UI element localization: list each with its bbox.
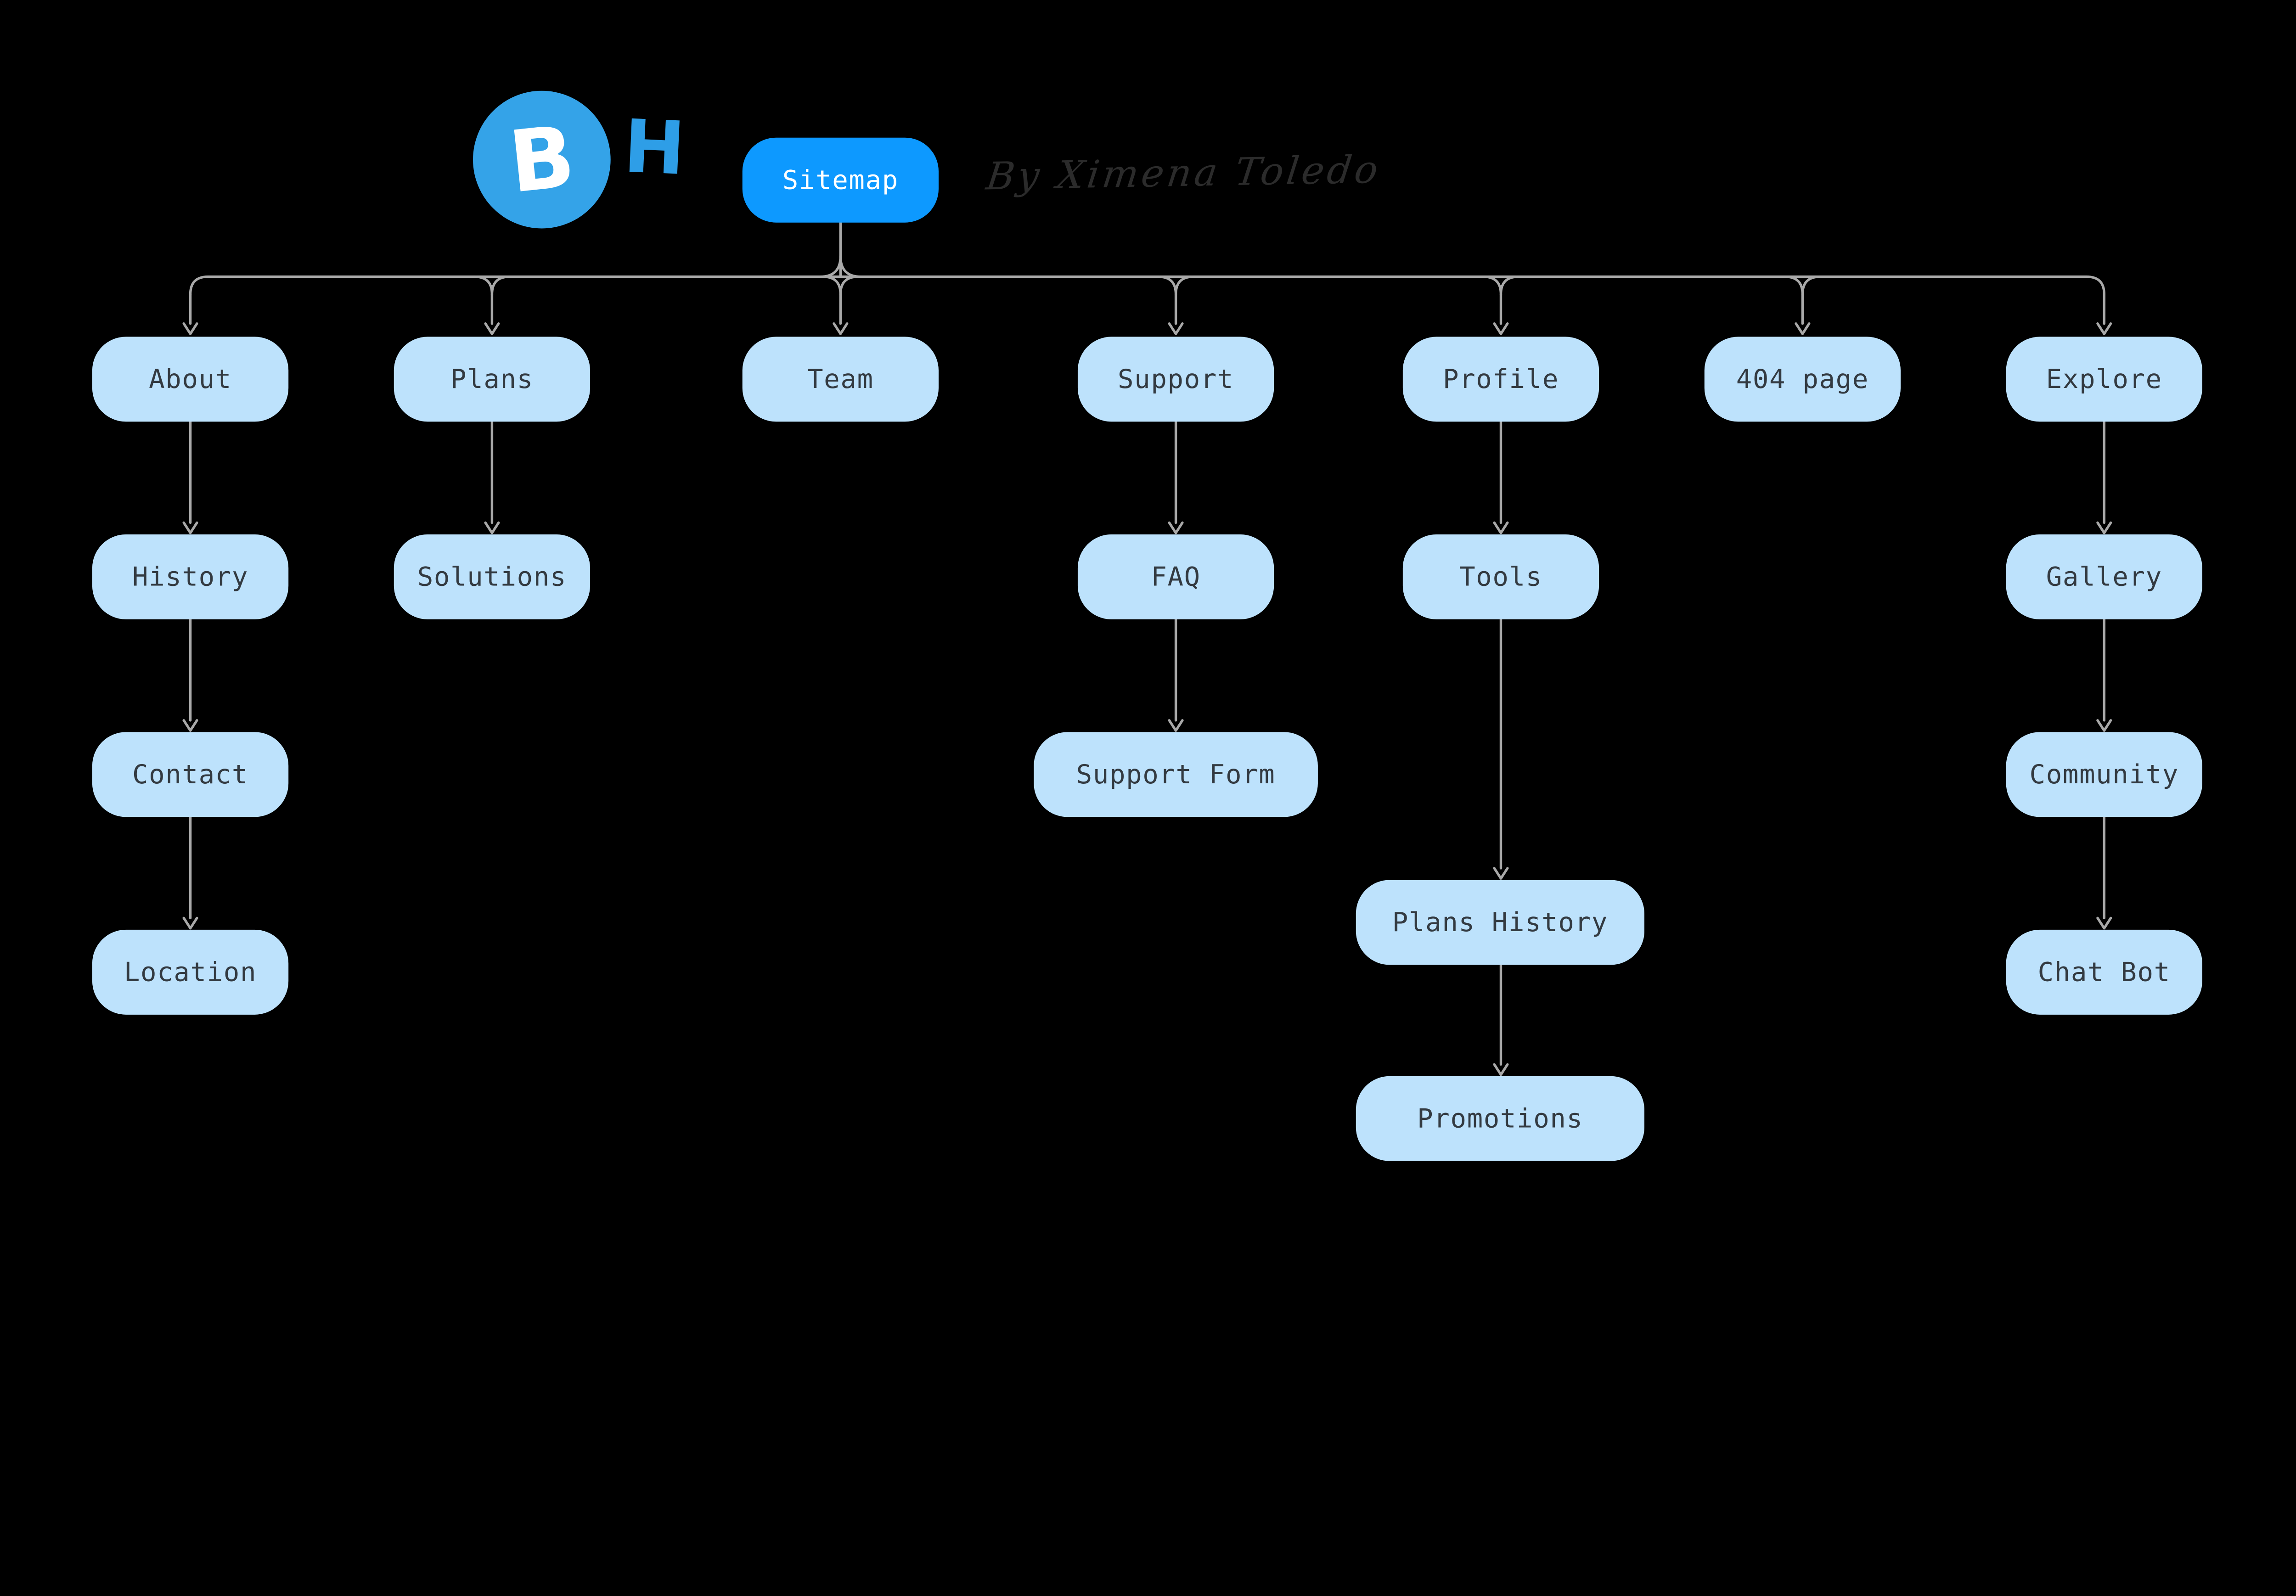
node-explore[interactable]: Explore bbox=[2006, 337, 2202, 422]
node-solutions[interactable]: Solutions bbox=[394, 534, 591, 619]
node-history[interactable]: History bbox=[92, 534, 289, 619]
edge-root-flare-left bbox=[819, 255, 842, 278]
connector-lines bbox=[182, 221, 2112, 1076]
node-promotions[interactable]: Promotions bbox=[1356, 1076, 1644, 1161]
byline-text: By Ximena Toledo bbox=[984, 149, 1384, 200]
node-plans[interactable]: Plans bbox=[394, 337, 591, 422]
node-support-form[interactable]: Support Form bbox=[1034, 732, 1318, 817]
node-location[interactable]: Location bbox=[92, 929, 289, 1015]
node-tools[interactable]: Tools bbox=[1402, 534, 1599, 619]
node-plans-history[interactable]: Plans History bbox=[1356, 880, 1644, 965]
node-team[interactable]: Team bbox=[742, 337, 939, 422]
node-faq[interactable]: FAQ bbox=[1077, 534, 1274, 619]
node-chat-bot[interactable]: Chat Bot bbox=[2006, 929, 2202, 1015]
root-node-sitemap[interactable]: Sitemap bbox=[742, 137, 939, 223]
sitemap-canvas: B H By Ximena Toledo Sitemap About Plans… bbox=[92, 90, 2202, 1161]
edge-root-flare-right bbox=[839, 255, 862, 278]
node-community[interactable]: Community bbox=[2006, 732, 2202, 817]
node-404-page[interactable]: 404 page bbox=[1704, 337, 1901, 422]
logo-letter-b: B bbox=[504, 107, 580, 213]
logo-circle: B bbox=[473, 90, 611, 229]
node-about[interactable]: About bbox=[92, 337, 289, 422]
logo-letter-h: H bbox=[622, 104, 687, 192]
edge-trunk bbox=[189, 275, 2105, 296]
node-contact[interactable]: Contact bbox=[92, 732, 289, 817]
node-support[interactable]: Support bbox=[1077, 337, 1274, 422]
node-profile[interactable]: Profile bbox=[1402, 337, 1599, 422]
node-gallery[interactable]: Gallery bbox=[2006, 534, 2202, 619]
